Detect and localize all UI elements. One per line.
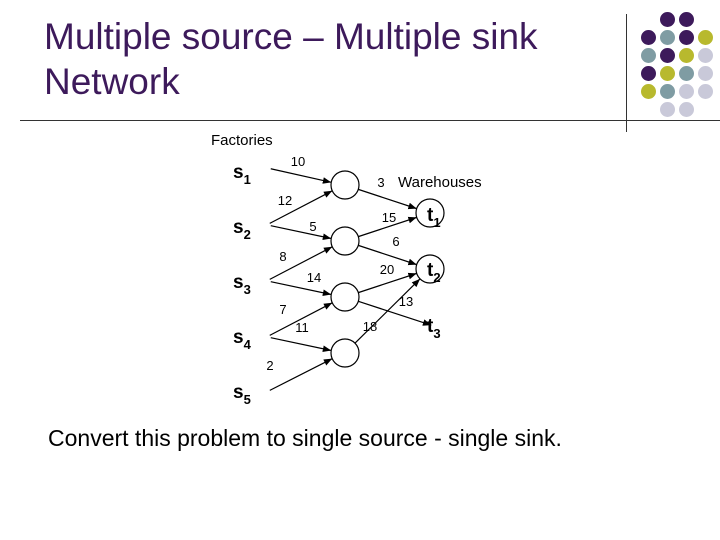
decorative-dot — [641, 48, 656, 63]
capacity-label: 13 — [399, 294, 413, 309]
node-c — [330, 282, 360, 312]
slide-caption: Convert this problem to single source - … — [48, 425, 562, 451]
capacity-label: 6 — [392, 234, 399, 249]
decorative-dot — [698, 48, 713, 63]
decorative-dot — [679, 66, 694, 81]
edge-a-e — [358, 188, 417, 210]
edge-s3-b — [269, 246, 333, 280]
capacity-label: 2 — [266, 358, 273, 373]
warehouses-label: Warehouses — [398, 174, 482, 191]
edge-s3-c — [270, 281, 332, 297]
decorative-dot — [660, 30, 675, 45]
title-line-2: Network — [44, 61, 180, 102]
source-node-s1: s1 — [233, 162, 251, 187]
edge-s1-a — [270, 168, 332, 184]
node-a — [330, 170, 360, 200]
decorative-dot — [698, 66, 713, 81]
factories-label: Factories — [211, 132, 273, 149]
edge-s5-d — [269, 358, 333, 391]
corner-divider — [626, 14, 627, 132]
edge-s4-d — [270, 337, 332, 353]
node-e — [415, 198, 445, 228]
decorative-dot — [641, 30, 656, 45]
capacity-label: 5 — [309, 219, 316, 234]
decorative-dot — [698, 84, 713, 99]
decorative-dot — [679, 84, 694, 99]
slide-title: Multiple source – Multiple sink Network — [44, 14, 604, 104]
title-divider — [20, 120, 720, 121]
edge-c-t3 — [358, 300, 432, 326]
decorative-dot — [679, 30, 694, 45]
edge-s2-b — [270, 225, 332, 241]
capacity-label: 7 — [279, 302, 286, 317]
decorative-dot — [698, 30, 713, 45]
capacity-label: 15 — [382, 210, 396, 225]
decorative-dot — [641, 66, 656, 81]
capacity-label: 8 — [279, 249, 286, 264]
sink-node-t2: t2 — [427, 260, 441, 285]
capacity-label: 11 — [295, 320, 309, 335]
decorative-dot — [660, 66, 675, 81]
decorative-dot — [679, 12, 694, 27]
edge-b-e — [358, 216, 417, 238]
decorative-dot — [660, 84, 675, 99]
source-node-s5: s5 — [233, 382, 251, 407]
capacity-label: 3 — [377, 175, 384, 190]
source-node-s2: s2 — [233, 217, 251, 242]
source-node-s3: s3 — [233, 272, 251, 297]
capacity-label: 12 — [278, 193, 292, 208]
capacity-label: 10 — [291, 154, 305, 169]
title-line-1: Multiple source – Multiple sink — [44, 16, 538, 57]
sink-node-t1: t1 — [427, 205, 441, 230]
edge-b-f — [358, 244, 417, 266]
capacity-label: 14 — [307, 270, 321, 285]
decorative-dot — [679, 48, 694, 63]
decorative-dot — [660, 48, 675, 63]
node-b — [330, 226, 360, 256]
source-node-s4: s4 — [233, 327, 252, 352]
edge-d-f — [354, 278, 421, 344]
decorative-dot — [660, 12, 675, 27]
edge-s4-c — [269, 302, 333, 336]
decorative-dot — [679, 102, 694, 117]
decorative-dot-grid — [641, 12, 720, 122]
capacity-label: 20 — [380, 262, 394, 277]
edge-s2-a — [269, 190, 333, 224]
edge-c-f — [358, 272, 417, 294]
decorative-dot — [641, 84, 656, 99]
node-f — [415, 254, 445, 284]
node-d — [330, 338, 360, 368]
decorative-dot — [660, 102, 675, 117]
sink-node-t3: t3 — [427, 316, 441, 341]
capacity-label: 18 — [363, 319, 377, 334]
